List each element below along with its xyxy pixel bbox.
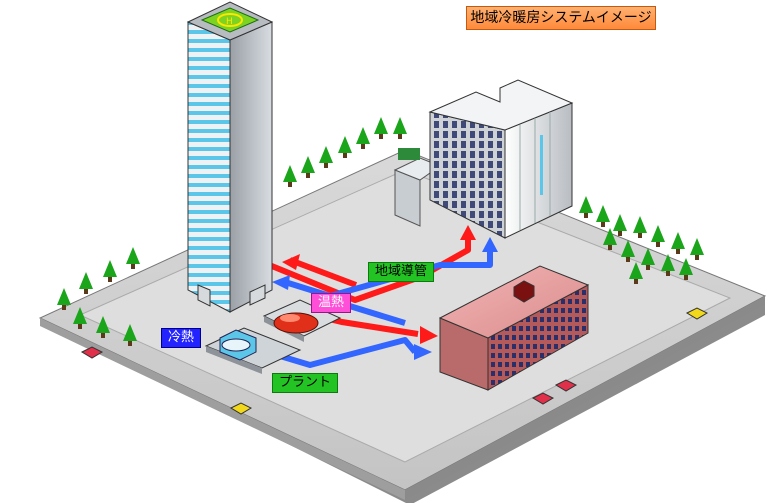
tree-icon — [79, 272, 93, 294]
tree-icon — [603, 228, 617, 250]
helipad-icon: H — [200, 7, 260, 33]
tree-icon — [96, 316, 110, 338]
tree-icon — [73, 307, 87, 329]
car-icon — [685, 307, 709, 320]
tree-icon — [629, 262, 643, 284]
tree-icon — [123, 324, 137, 346]
hot-heat-label: 温熱 — [311, 293, 352, 313]
car-icon — [554, 379, 578, 392]
svg-text:H: H — [226, 17, 233, 27]
tree-icon — [621, 240, 635, 262]
trees — [57, 117, 704, 346]
plant-label: プラント — [272, 373, 339, 393]
tree-icon — [356, 127, 370, 149]
tree-icon — [651, 225, 665, 247]
tree-icon — [679, 258, 693, 280]
tree-icon — [613, 214, 627, 236]
tree-icon — [393, 117, 407, 139]
tree-icon — [641, 248, 655, 270]
district-pipe-label: 地域導管 — [368, 262, 435, 282]
car-icon — [229, 402, 253, 415]
car-icon — [531, 392, 555, 405]
cold-heat-label: 冷熱 — [161, 328, 202, 348]
tree-icon — [283, 165, 297, 187]
tree-icon — [374, 117, 388, 139]
tree-icon — [126, 247, 140, 269]
tree-icon — [579, 196, 593, 218]
tree-icon — [633, 216, 647, 238]
tree-icon — [319, 146, 333, 168]
tree-icon — [57, 288, 71, 310]
tree-icon — [301, 156, 315, 178]
low-rise-building — [438, 265, 590, 391]
car-icon — [80, 346, 104, 359]
high-rise-tower: H — [186, 1, 274, 313]
tree-icon — [338, 136, 352, 158]
tree-icon — [661, 254, 675, 276]
tree-icon — [690, 238, 704, 260]
diagram-title: 地域冷暖房システムイメージ — [466, 6, 656, 30]
plant-facility — [204, 299, 342, 374]
tree-icon — [596, 205, 610, 227]
cars — [80, 307, 709, 415]
office-building — [393, 79, 574, 239]
tree-icon — [671, 232, 685, 254]
tree-icon — [103, 260, 117, 282]
